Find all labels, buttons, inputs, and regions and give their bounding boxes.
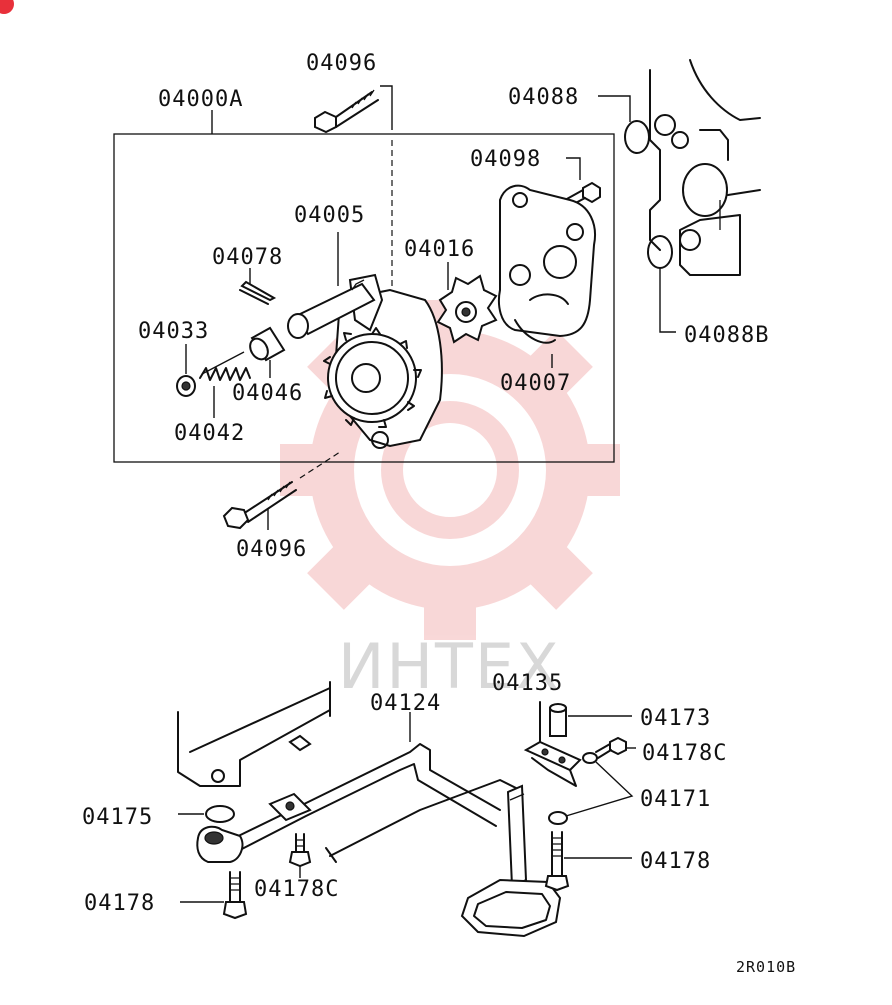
bolt-left — [222, 871, 248, 920]
rotor — [436, 274, 498, 344]
gasket-bottom — [647, 235, 673, 269]
plug — [176, 375, 196, 397]
label-gasket-bottom-right: 04088B — [684, 323, 769, 348]
collar — [549, 703, 567, 737]
pump-cover — [497, 184, 596, 344]
label-plug: 04033 — [138, 319, 209, 344]
strainer-bracket — [523, 701, 582, 787]
label-assembly: 04000A — [158, 87, 243, 112]
label-bolt-bottom: 04096 — [236, 537, 307, 562]
small-bolt-leader — [566, 157, 581, 180]
bolt-c-left — [288, 833, 312, 868]
bolt-right — [544, 831, 570, 892]
label-cover: 04007 — [500, 371, 571, 396]
washer-upper — [582, 752, 598, 764]
washer-leader — [565, 761, 634, 817]
label-oring: 04175 — [82, 805, 153, 830]
reference-code: 2R010B — [736, 958, 796, 976]
washer-lower — [548, 811, 568, 825]
label-bracket: 04135 — [492, 671, 563, 696]
gasket-top — [624, 120, 650, 154]
relief-spring — [199, 351, 251, 381]
top-bolt — [314, 89, 379, 134]
label-spring: 04042 — [174, 421, 245, 446]
watermark-text: ИНТЕХ — [338, 630, 561, 703]
label-bolt-left: 04178 — [84, 891, 155, 916]
bolt-c-right — [595, 736, 627, 759]
label-plunger: 04046 — [232, 381, 303, 406]
assembly-frame — [113, 133, 615, 463]
gasket-top-leader — [598, 95, 631, 122]
bottom-bolt — [222, 481, 297, 530]
label-strainer: 04124 — [370, 691, 441, 716]
label-pin: 04078 — [212, 245, 283, 270]
watermark-gear-icon — [280, 300, 620, 640]
small-bolt — [564, 181, 601, 208]
label-rotor: 04016 — [404, 237, 475, 262]
label-collar: 04173 — [640, 706, 711, 731]
label-bolt-c-right: 04178C — [642, 741, 727, 766]
bottom-bolt-axis — [299, 451, 341, 479]
label-washer: 04171 — [640, 787, 711, 812]
plunger — [249, 326, 286, 362]
label-bolt-right: 04178 — [640, 849, 711, 874]
label-bolt-c-left: 04178C — [254, 877, 339, 902]
oil-strainer — [196, 743, 562, 938]
label-housing: 04005 — [294, 203, 365, 228]
pump-housing — [287, 273, 443, 449]
engine-block — [649, 59, 761, 276]
o-ring — [205, 805, 235, 823]
gasket-bottom-leader — [659, 268, 676, 333]
oil-pan-rail — [177, 681, 331, 787]
label-bolt-small: 04098 — [470, 147, 541, 172]
corner-badge — [0, 0, 14, 14]
cotter-pin — [239, 280, 277, 305]
label-gasket-top: 04088 — [508, 85, 579, 110]
top-bolt-leader — [380, 85, 393, 130]
label-bolt-top: 04096 — [306, 51, 377, 76]
